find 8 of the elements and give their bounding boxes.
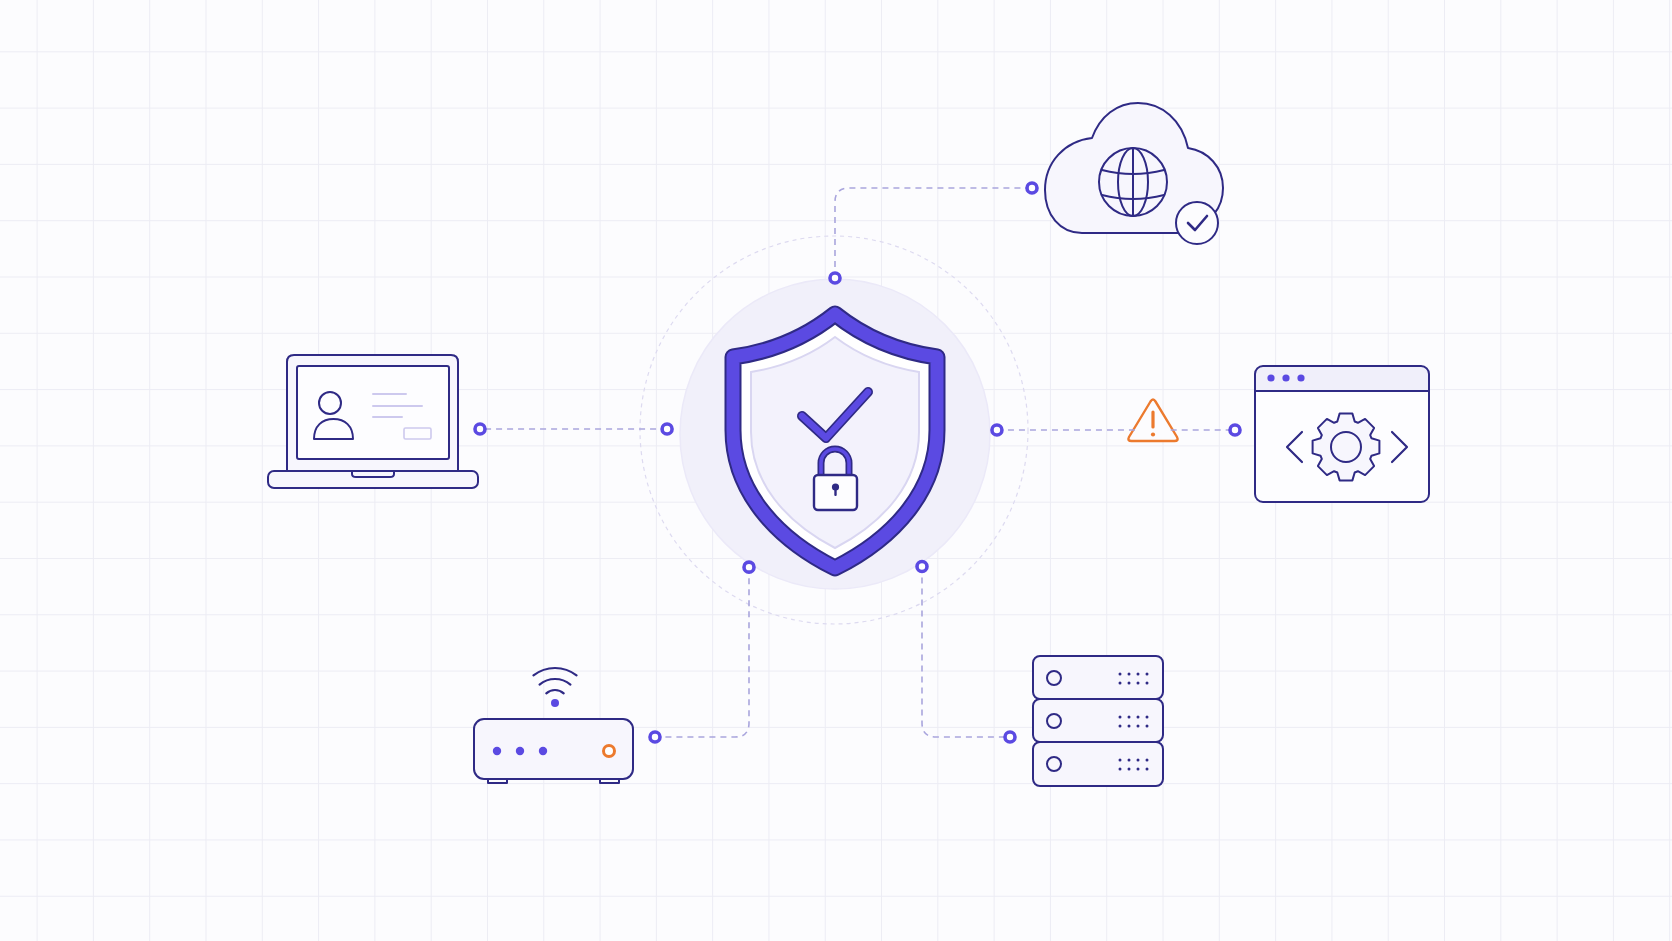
- server-rack-icon: [1032, 655, 1165, 788]
- cloud-globe-icon: [1043, 101, 1225, 246]
- warning-icon: [1127, 397, 1179, 443]
- browser-gear-icon: [1254, 365, 1431, 504]
- router-icon: [472, 666, 635, 785]
- dashed-connector: [990, 423, 1137, 437]
- shield-lock-icon: [679, 278, 991, 590]
- laptop-icon: [266, 353, 480, 490]
